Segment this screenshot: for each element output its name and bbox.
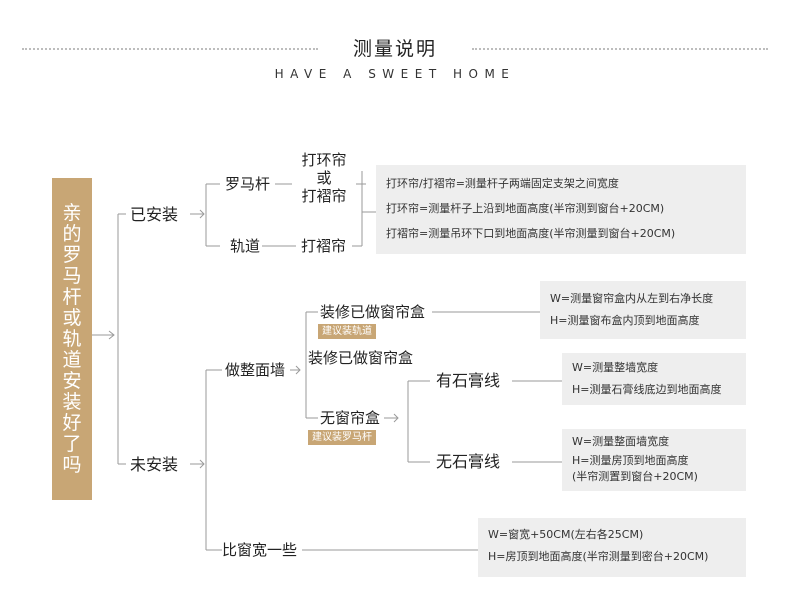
- renovated-box-measure-line-1: W=测量窗帘盒内从左到右净长度: [550, 292, 714, 305]
- renovated-box-measure-line-2: H=测量窗布盒内顶到地面高度: [550, 314, 700, 327]
- header-dots-right: [472, 48, 768, 50]
- hook-or-label: 或: [316, 169, 332, 187]
- track-hook-label: 打褶帘: [301, 237, 347, 255]
- installed-measure-panel: 打环帘/打褶帘=测量杆子两端固定支架之间宽度 打环帘=测量杆子上沿到地面高度(半…: [376, 165, 746, 254]
- wider-than-window-measure-line-2: H=房顶到地面高度(半帘测量到密台+20CM): [488, 550, 709, 563]
- root-question-box: 亲的罗马杆或轨道安装好了吗: [52, 178, 92, 500]
- page-subtitle: HAVE A SWEET HOME: [274, 67, 516, 81]
- hook-ring-label: 打环帘: [301, 151, 347, 169]
- roman-rod-label: 罗马杆: [225, 175, 271, 193]
- installed-measure-line-2: 打环帘=测量杆子上沿到地面高度(半帘测到窗台+20CM): [386, 202, 665, 215]
- renovated-box-measure-panel: W=测量窗帘盒内从左到右净长度 H=测量窗布盒内顶到地面高度: [540, 281, 746, 339]
- wider-than-window-measure-panel: W=窗宽+50CM(左右各25CM) H=房顶到地面高度(半帘测量到密台+20C…: [478, 518, 746, 577]
- with-molding-measure-panel: W=测量整墙宽度 H=测量石膏线底边到地面高度: [562, 353, 746, 405]
- page-title: 测量说明: [352, 38, 437, 60]
- not-installed-label: 未安装: [130, 455, 179, 474]
- wider-than-window-label: 比窗宽一些: [222, 541, 298, 559]
- with-molding-label: 有石膏线: [436, 371, 501, 390]
- header-dots-left: [22, 48, 318, 50]
- suggest-track-tag: 建议装轨道: [318, 324, 376, 339]
- renovated-box-label: 装修已做窗帘盒: [320, 303, 426, 321]
- without-molding-measure-line-3: (半帘测置到窗台+20CM): [572, 470, 698, 483]
- installed-measure-line-1: 打环帘/打褶帘=测量杆子两端固定支架之间宽度: [386, 177, 619, 190]
- installed-measure-line-3: 打褶帘=测量吊环下口到地面高度(半帘测量到窗台+20CM): [386, 227, 676, 240]
- hook-pleat-label: 打褶帘: [301, 187, 347, 205]
- roman-rod-hooks: 打环帘 或 打褶帘: [296, 151, 352, 205]
- track-label: 轨道: [230, 237, 261, 255]
- suggest-roman-rod-tag: 建议装罗马杆: [308, 430, 376, 445]
- without-molding-measure-panel: W=测量整面墙宽度 H=测量房顶到地面高度 (半帘测置到窗台+20CM): [562, 429, 746, 491]
- without-molding-label: 无石膏线: [436, 452, 501, 471]
- with-molding-measure-line-1: W=测量整墙宽度: [572, 361, 659, 374]
- no-box-label: 无窗帘盒: [320, 409, 381, 427]
- renovated-box-label-2: 装修已做窗帘盒: [308, 349, 414, 367]
- with-molding-measure-line-2: H=测量石膏线底边到地面高度: [572, 383, 722, 396]
- wider-than-window-measure-line-1: W=窗宽+50CM(左右各25CM): [488, 528, 644, 541]
- root-question-label: 亲的罗马杆或轨道安装好了吗: [62, 201, 82, 476]
- without-molding-measure-line-2: H=测量房顶到地面高度: [572, 454, 689, 467]
- installed-label: 已安装: [130, 205, 179, 224]
- without-molding-measure-line-1: W=测量整面墙宽度: [572, 435, 670, 448]
- full-wall-label: 做整面墙: [225, 361, 286, 379]
